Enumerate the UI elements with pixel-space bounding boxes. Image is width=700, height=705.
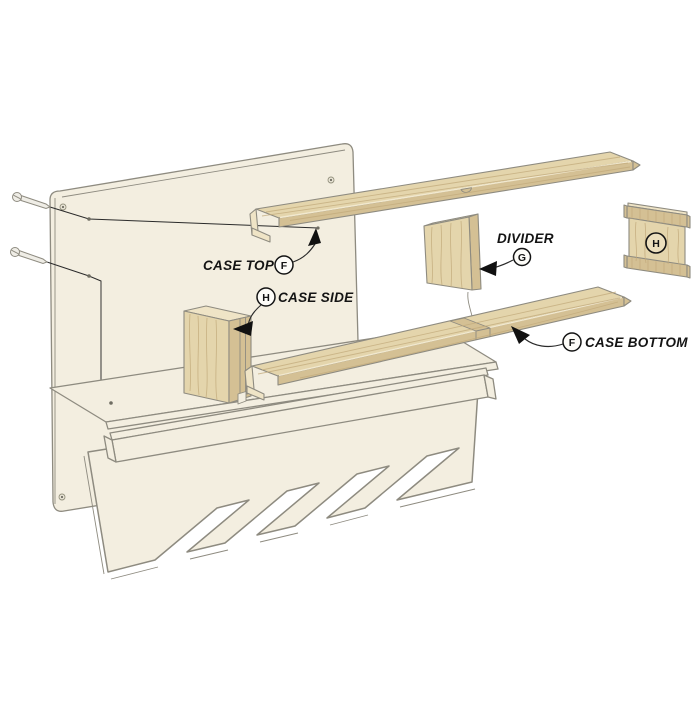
case-side-label: CASE SIDE: [278, 290, 354, 305]
arrow-icon: [511, 326, 530, 344]
callout-divider: DIVIDER G: [479, 231, 554, 276]
divider-letter: G: [518, 252, 526, 264]
screw-icon: [12, 192, 52, 210]
case-top-label: CASE TOP: [203, 258, 275, 273]
case-side-panel: [183, 305, 252, 405]
glass-rack-board: [83, 389, 479, 580]
glass-rack-slots: [87, 389, 479, 573]
callout-case-bottom: F CASE BOTTOM: [511, 326, 688, 352]
divider-panel: [423, 213, 482, 291]
mounting-screws: [10, 192, 320, 380]
arrow-icon: [308, 228, 321, 246]
case-bottom-board: [244, 286, 632, 401]
case-bottom-label: CASE BOTTOM: [585, 335, 688, 350]
callout-case-top: CASE TOP F: [203, 228, 321, 275]
callout-case-side: H CASE SIDE: [233, 287, 354, 336]
case-side-letter: H: [262, 292, 270, 304]
arrow-icon: [479, 261, 497, 276]
side-panel-letter-badge: [645, 232, 667, 254]
cord-notch: [460, 187, 472, 193]
callouts: CASE TOP F H CASE SIDE DIVIDER G F CASE: [203, 228, 688, 352]
case-top-letter-badge: [274, 255, 294, 275]
case-top-board: [249, 151, 641, 243]
divider-face: [423, 216, 473, 291]
case-side-letter-badge: [256, 287, 276, 307]
divider-letter-badge: [512, 247, 532, 267]
front-rail: [103, 367, 497, 463]
case-bottom-letter: F: [569, 337, 576, 349]
shelf-assembly: [49, 327, 499, 580]
case-bottom-letter-badge: [562, 332, 582, 352]
right-side-panel: H: [623, 202, 691, 279]
divider-label: DIVIDER: [497, 231, 554, 246]
shelf-front-edge: [105, 361, 499, 430]
case-top-letter: F: [281, 260, 288, 272]
alignment-line: [467, 291, 473, 317]
screw-icon: [10, 247, 49, 265]
arrow-icon: [233, 321, 253, 336]
side-panel-letter: H: [652, 238, 660, 250]
